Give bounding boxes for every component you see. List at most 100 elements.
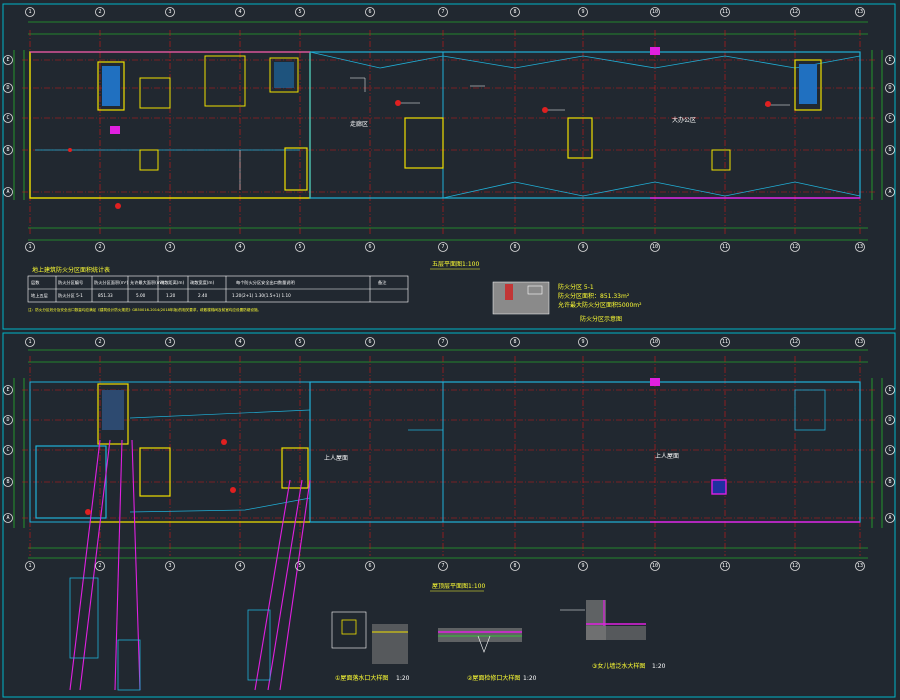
axis-bubble: [438, 337, 448, 347]
axis-bubble-label: B: [888, 147, 891, 153]
axis-bubble-label: E: [6, 57, 9, 63]
axis-bubble-label: 4: [238, 339, 241, 345]
axis-bubble-label: 9: [581, 244, 584, 250]
axis-bubble: [510, 242, 520, 252]
table-data-cell: 1.20(2+1) 1.30(1.5+1) 1.10: [232, 293, 291, 298]
axis-bubble: [295, 337, 305, 347]
axis-bubble: [95, 561, 105, 571]
axis-bubble-label: 8: [513, 9, 516, 15]
fire-zone-legend: 防火分区 5-1 防火分区面积：851.33m² 允许最大防火分区面积5000m…: [492, 281, 642, 323]
top-sheet-frame: [2, 3, 896, 330]
axis-bubble-label: C: [888, 115, 891, 121]
axis-bubble-label: 12: [792, 9, 798, 15]
detail-1: ①屋面落水口大样图 1:20: [331, 611, 410, 682]
axis-bubble-label: D: [6, 417, 9, 423]
axis-bubble: [885, 477, 895, 487]
axis-bubble-label: 11: [722, 244, 728, 250]
detail-title-2: ②屋面检修口大样图: [467, 674, 520, 682]
axis-bubble: [3, 385, 13, 395]
axis-bubble: [165, 561, 175, 571]
axis-bubble: [438, 242, 448, 252]
bottom-red-markers: [85, 439, 236, 515]
axis-bubble-label: 2: [98, 563, 101, 569]
axis-bubble: [365, 7, 375, 17]
axis-bubble-label: 7: [441, 339, 444, 345]
table-header-cell: 疏散宽度(m): [190, 279, 214, 286]
axis-bubble: [438, 7, 448, 17]
axis-bubble: [3, 83, 13, 93]
axis-bubble: [235, 242, 245, 252]
legend-title: 防火分区示意图: [580, 315, 622, 323]
top-room-label-2: 大办公区: [672, 116, 696, 124]
detail-scale-3: 1:20: [652, 663, 666, 670]
bottom-room-label-1: 上人屋面: [324, 454, 348, 462]
axis-bubble-label: A: [888, 189, 891, 195]
axis-bubble-label: 13: [857, 563, 863, 569]
table-header-cell: 每个防火分区安全出口数量说明: [236, 279, 295, 286]
axis-bubble-label: 13: [857, 339, 863, 345]
detail-2: ②屋面检修口大样图 1:20: [438, 628, 537, 682]
axis-bubble: [650, 242, 660, 252]
axis-bubble-label: 5: [298, 9, 301, 15]
axis-bubble-label: 1: [28, 9, 31, 15]
bottom-pipes: [69, 439, 311, 691]
detail-3: ③女儿墙泛水大样图 1:20: [560, 600, 666, 670]
table-title: 地上建筑防火分区面积统计表: [32, 266, 110, 274]
table-header-cell: 允许最大面积(m²): [130, 279, 165, 286]
top-dimension-lines: [13, 21, 883, 241]
legend-line-2: 防火分区面积：851.33m²: [558, 292, 630, 300]
axis-bubble-label: 11: [722, 563, 728, 569]
axis-bubble-label: D: [888, 417, 891, 423]
axis-bubble-label: 11: [722, 9, 728, 15]
bottom-axis-grid: [22, 356, 876, 556]
axis-bubble: [885, 113, 895, 123]
axis-bubble: [25, 242, 35, 252]
axis-bubble-label: 12: [792, 563, 798, 569]
bottom-room-label-2: 上人屋面: [655, 452, 679, 460]
axis-bubble-label: D: [888, 85, 891, 91]
axis-bubble-label: 4: [238, 9, 241, 15]
axis-bubble: [885, 415, 895, 425]
top-axis-grid: [22, 30, 876, 236]
axis-bubble: [885, 145, 895, 155]
table-data-cell: 防火分区 5-1: [58, 292, 83, 299]
axis-bubble-label: 3: [168, 563, 171, 569]
axis-bubble-label: 4: [238, 563, 241, 569]
axis-bubble: [295, 242, 305, 252]
axis-bubble: [790, 7, 800, 17]
axis-bubble-label: 3: [168, 9, 171, 15]
axis-bubble-label: 9: [581, 339, 584, 345]
table-data-cell: 1.20: [166, 293, 176, 298]
axis-bubble-label: A: [6, 515, 9, 521]
axis-bubble-label: 7: [441, 9, 444, 15]
axis-bubble-label: 3: [168, 339, 171, 345]
axis-bubble-label: 8: [513, 244, 516, 250]
axis-bubble: [165, 337, 175, 347]
axis-bubble: [578, 242, 588, 252]
axis-bubble: [885, 187, 895, 197]
table-note: 注：防火分区划分及安全出口数量均应满足《建筑设计防火规范》GB50016-201…: [28, 307, 261, 312]
axis-bubble-label: 7: [441, 563, 444, 569]
axis-bubble: [578, 7, 588, 17]
table-header-cell: 疏散距离(m): [160, 279, 184, 286]
axis-bubble-label: 11: [722, 339, 728, 345]
axis-bubble: [365, 561, 375, 571]
axis-bubble-label: 1: [28, 244, 31, 250]
top-walls: [29, 51, 861, 199]
axis-bubble: [578, 337, 588, 347]
axis-bubble: [790, 561, 800, 571]
axis-bubble-label: B: [888, 479, 891, 485]
axis-bubble: [3, 415, 13, 425]
axis-bubble-label: 8: [513, 339, 516, 345]
legend-line-1: 防火分区 5-1: [558, 283, 594, 291]
axis-bubble-label: 13: [857, 244, 863, 250]
axis-bubble-label: E: [888, 387, 891, 393]
axis-bubble-label: 7: [441, 244, 444, 250]
legend-line-3: 允许最大防火分区面积5000m²: [558, 301, 642, 309]
axis-bubble: [720, 561, 730, 571]
axis-bubble: [3, 55, 13, 65]
axis-bubble-label: 9: [581, 9, 584, 15]
axis-bubble: [650, 561, 660, 571]
